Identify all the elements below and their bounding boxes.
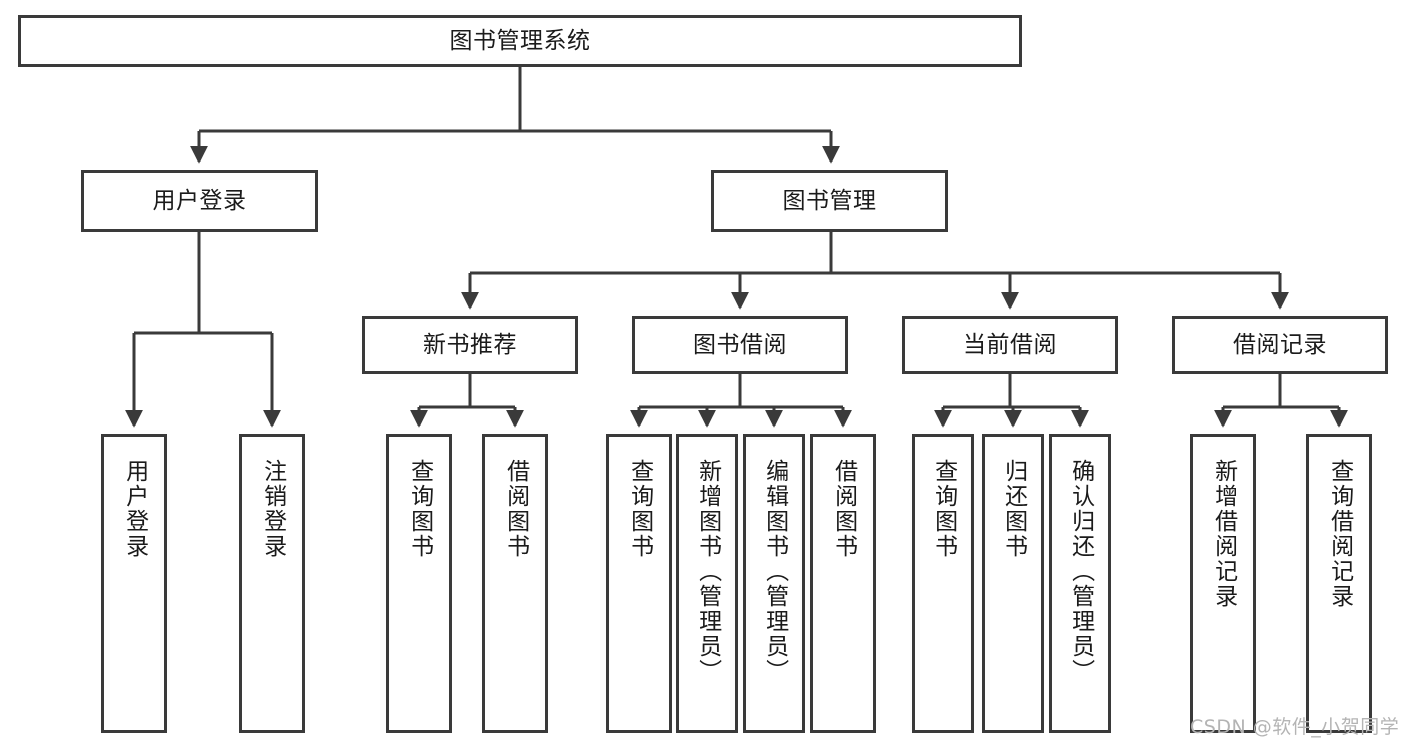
node-leaf-return-book[interactable]: 归还图书 [982,434,1044,733]
node-leaf-confirm-return[interactable]: 确认归还（管理员） [1049,434,1111,733]
node-leaf-logout-label: 注销登录 [259,459,286,559]
watermark-text: CSDN @软件_小贺同学 [1190,716,1400,738]
node-leaf-borrow-book-rec-label: 借阅图书 [502,459,529,559]
node-leaf-query-book-rec-label: 查询图书 [406,459,433,559]
node-book-borrow[interactable]: 图书借阅 [632,316,848,374]
node-new-book-rec[interactable]: 新书推荐 [362,316,578,374]
node-new-book-rec-label: 新书推荐 [423,331,517,358]
node-leaf-logout[interactable]: 注销登录 [239,434,305,733]
node-leaf-edit-book-label: 编辑图书（管理员） [761,459,788,684]
node-leaf-add-book[interactable]: 新增图书（管理员） [676,434,738,733]
node-leaf-query-record[interactable]: 查询借阅记录 [1306,434,1372,733]
node-root[interactable]: 图书管理系统 [18,15,1022,67]
node-leaf-query-book-cur[interactable]: 查询图书 [912,434,974,733]
node-leaf-user-login-label: 用户登录 [121,459,148,559]
node-leaf-query-book-cur-label: 查询图书 [930,459,957,559]
node-leaf-edit-book[interactable]: 编辑图书（管理员） [743,434,805,733]
node-root-label: 图书管理系统 [449,27,591,54]
node-current-borrow-label: 当前借阅 [963,331,1057,358]
node-borrow-record-label: 借阅记录 [1233,331,1327,358]
node-leaf-confirm-return-label: 确认归还（管理员） [1067,459,1094,684]
node-user-login-label: 用户登录 [152,187,247,214]
node-borrow-record[interactable]: 借阅记录 [1172,316,1388,374]
node-leaf-borrow-book[interactable]: 借阅图书 [810,434,876,733]
node-leaf-query-book-rec[interactable]: 查询图书 [386,434,452,733]
node-leaf-query-book[interactable]: 查询图书 [606,434,672,733]
node-user-login[interactable]: 用户登录 [81,170,318,232]
node-leaf-user-login[interactable]: 用户登录 [101,434,167,733]
node-leaf-query-book-label: 查询图书 [626,459,653,559]
node-leaf-borrow-book-rec[interactable]: 借阅图书 [482,434,548,733]
node-leaf-add-record[interactable]: 新增借阅记录 [1190,434,1256,733]
node-leaf-return-book-label: 归还图书 [1000,459,1027,559]
node-leaf-add-record-label: 新增借阅记录 [1210,459,1237,609]
node-book-manage[interactable]: 图书管理 [711,170,948,232]
node-book-borrow-label: 图书借阅 [693,331,787,358]
node-leaf-borrow-book-label: 借阅图书 [830,459,857,559]
node-leaf-add-book-label: 新增图书（管理员） [694,459,721,684]
node-leaf-query-record-label: 查询借阅记录 [1326,459,1353,609]
node-book-manage-label: 图书管理 [782,187,877,214]
node-current-borrow[interactable]: 当前借阅 [902,316,1118,374]
